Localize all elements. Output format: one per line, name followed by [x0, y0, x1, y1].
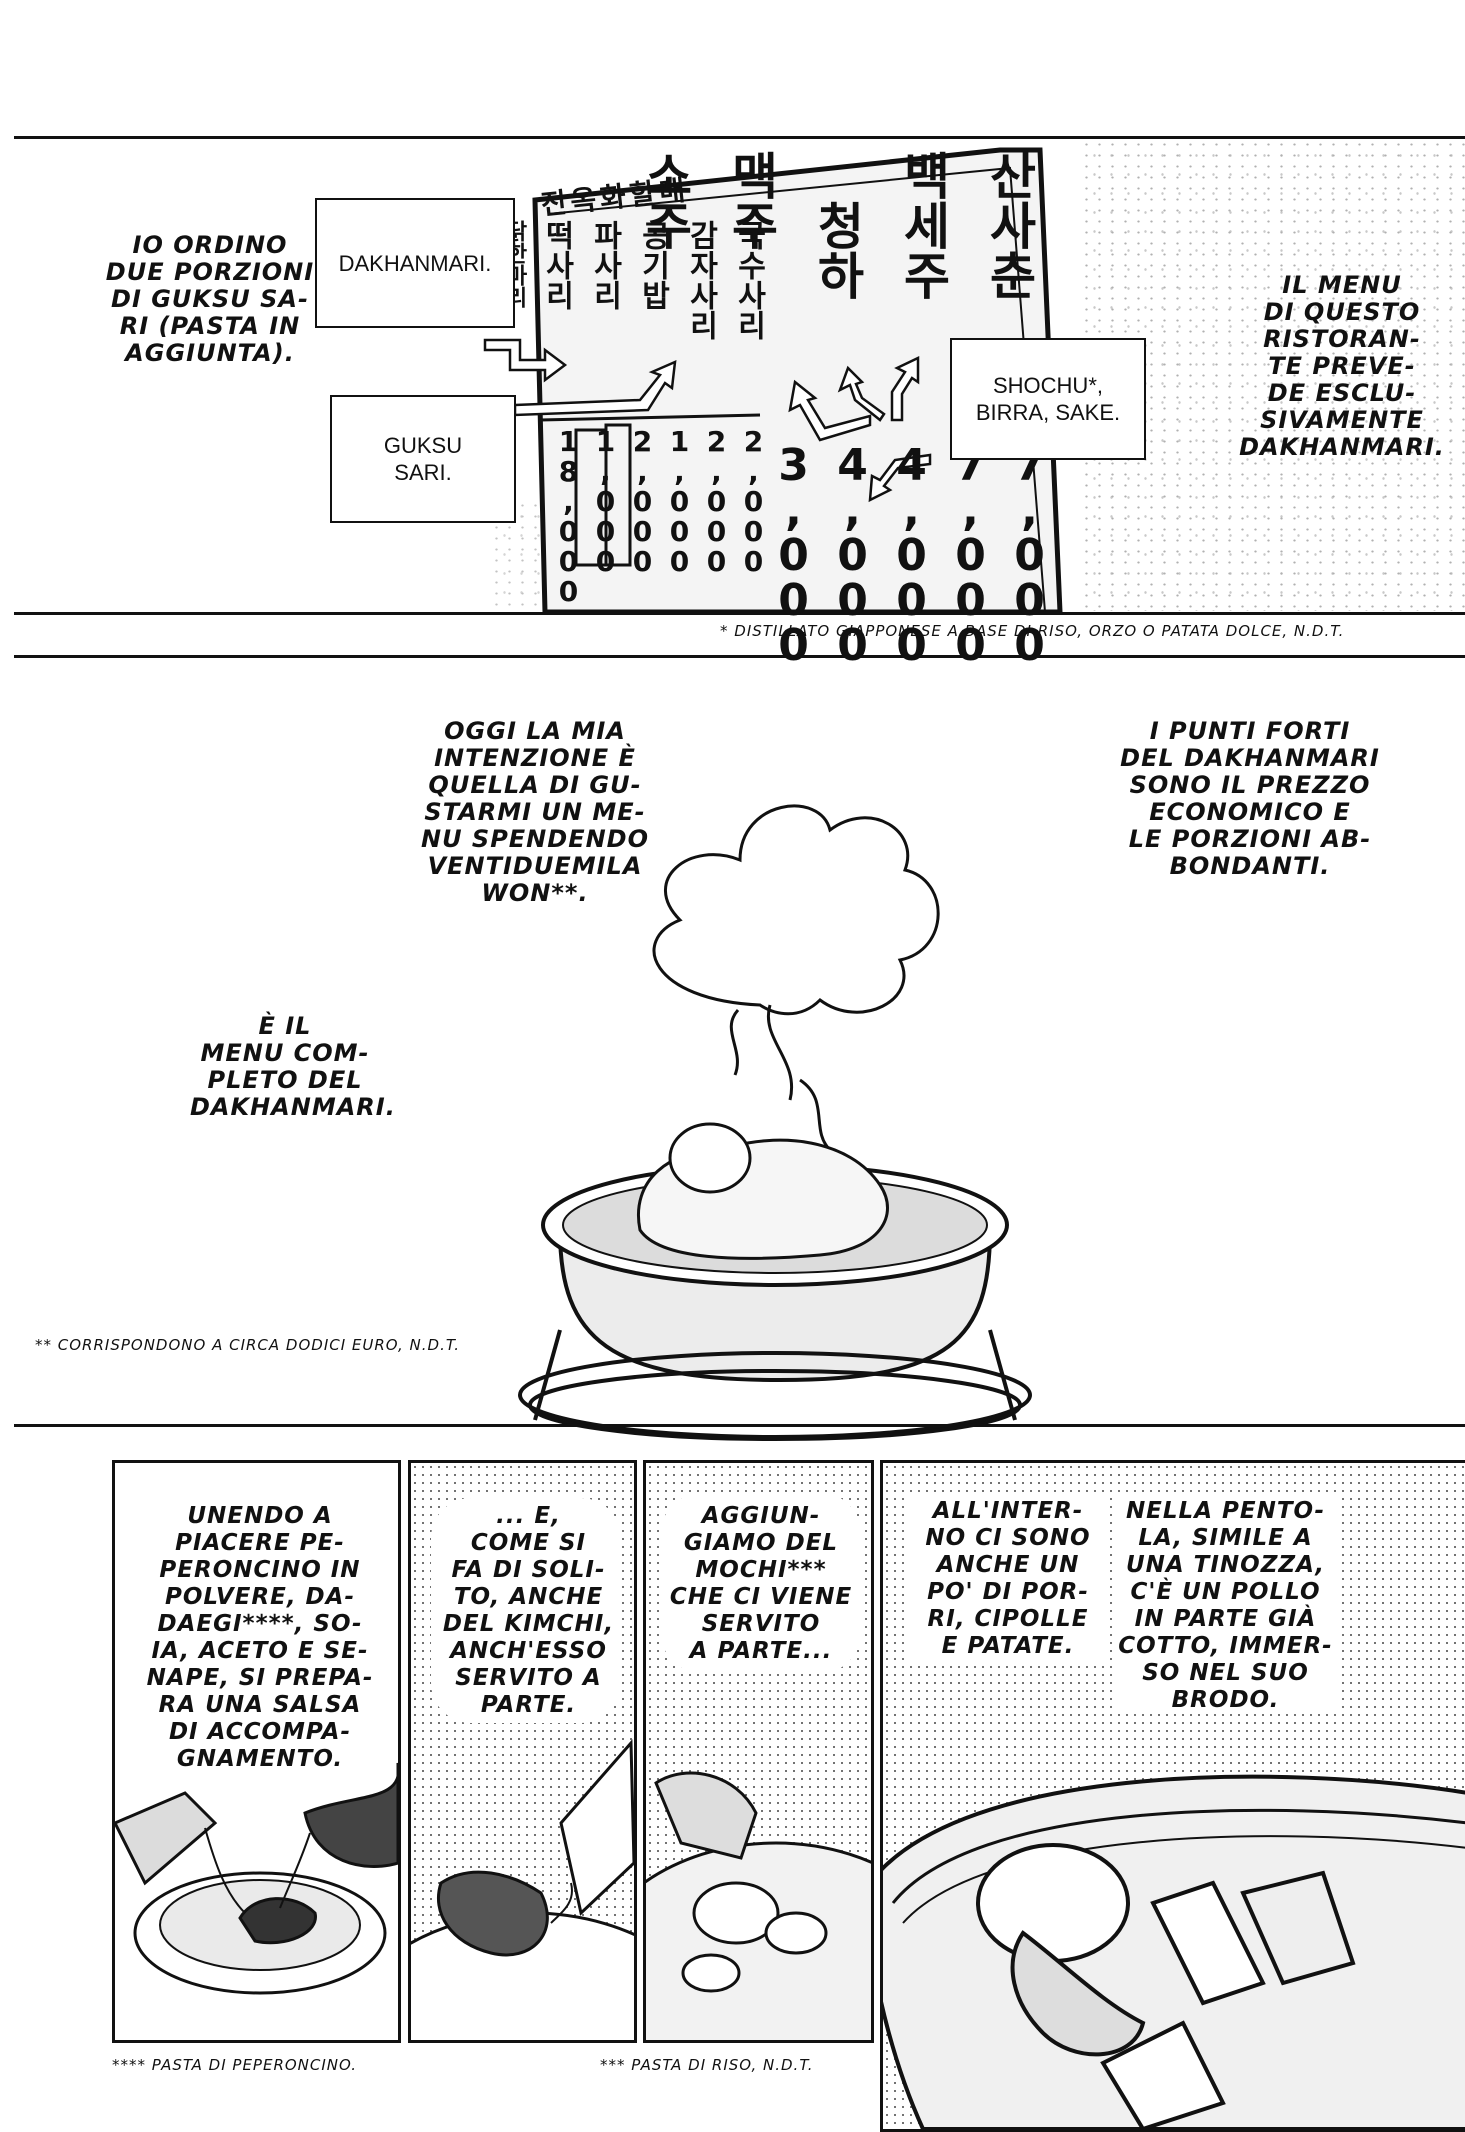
- caption-intent: Oggi la mia intenzione è quella di gu- s…: [420, 717, 649, 907]
- chicken: [637, 1122, 889, 1260]
- caption-inside: All'inter- no ci sono anche un po' di po…: [908, 1498, 1108, 1660]
- panel-kimchi: ... E, come si fa di soli- to, anche del…: [408, 1460, 637, 2043]
- menu-board-arrows: [483, 338, 932, 503]
- menu-board-brackets: [574, 423, 632, 567]
- food-item: 떡사리: [539, 220, 574, 310]
- drink-item: 청하: [808, 200, 866, 300]
- caption-strong-points: I punti forti del dakhanmari sono il pre…: [1120, 717, 1380, 880]
- drink-item: 소주: [636, 150, 694, 250]
- burner-stand: [518, 1329, 1032, 1441]
- caption-sauce: Unendo a piacere pe- peroncino in polver…: [146, 1503, 374, 1772]
- food-item: 국수사리: [731, 220, 766, 340]
- panel-pot-closeup: All'inter- no ci sono anche un po' di po…: [880, 1460, 1465, 2132]
- panel-mochi: Aggiun- giamo del mochi*** che ci viene …: [643, 1460, 874, 2043]
- food-price: 1,000: [663, 425, 696, 575]
- menu-board-food-prices: 2,000 2,000 1,000 2,000 1,000 18,000: [540, 425, 770, 605]
- caption-mochi: Aggiun- giamo del mochi*** che ci viene …: [669, 1503, 853, 1664]
- caption-order: Io ordino due porzioni di guksu sa- ri (…: [105, 231, 315, 367]
- footnote-shochu: * Distillato giapponese a base di riso, …: [720, 622, 1345, 640]
- caption-pot: Nella pento- la, simile a una tinozza, c…: [1113, 1498, 1338, 1714]
- label-box-guksu-sari: GUKSU SARI.: [330, 395, 516, 523]
- middle-panel-top-border: [14, 655, 1465, 658]
- footnote-mochi: *** Pasta di riso, N.d.T.: [600, 2056, 814, 2074]
- kimchi-drawing: [411, 1739, 634, 2040]
- label-box-dakhanmari: DAKHANMARI.: [315, 198, 515, 328]
- footnote-dadaegi: **** Pasta di peperoncino.: [112, 2056, 357, 2074]
- food-item: 공기밥: [635, 220, 670, 310]
- menu-board-drink-items: 산사춘 백세주 청하 맥주 소주: [636, 150, 1045, 390]
- food-item: 감자사리: [683, 220, 718, 340]
- caption-kimchi: ... E, come si fa di soli- to, anche del…: [442, 1503, 615, 1718]
- food-item: 파사리: [587, 220, 622, 310]
- mochi-drawing: [646, 1771, 871, 2040]
- drink-item: 백세주: [894, 150, 952, 300]
- top-border: [14, 136, 1465, 139]
- drink-item: 산사춘: [980, 150, 1038, 300]
- sauce-bowl-drawing: [115, 1763, 398, 1995]
- food-price: 18,000: [552, 425, 585, 605]
- food-price: 1,000: [589, 425, 622, 575]
- caption-menu: Il menu di questo ristoran- te preve- de…: [1239, 271, 1445, 461]
- steam: [652, 804, 940, 1152]
- drink-item: 맥주: [722, 150, 780, 250]
- caption-complete-menu: È il menu com- pleto del dakhanmari.: [190, 1012, 396, 1121]
- footnote-won: ** Corrispondono a circa dodici euro, N.…: [35, 1336, 460, 1354]
- food-price: 2,000: [737, 425, 770, 575]
- caption-mochi-bg: [661, 1493, 861, 1673]
- caption-kimchi-bg: [431, 1498, 621, 1723]
- panel-sauce: Unendo a piacere pe- peroncino in polver…: [112, 1460, 401, 2043]
- middle-panel-bottom-border: [14, 1424, 1465, 1427]
- food-price: 2,000: [700, 425, 733, 575]
- pot-closeup-drawing: [883, 1774, 1465, 2129]
- food-price: 2,000: [626, 425, 659, 575]
- label-box-drinks: SHOCHU*, BIRRA, SAKE.: [950, 338, 1146, 460]
